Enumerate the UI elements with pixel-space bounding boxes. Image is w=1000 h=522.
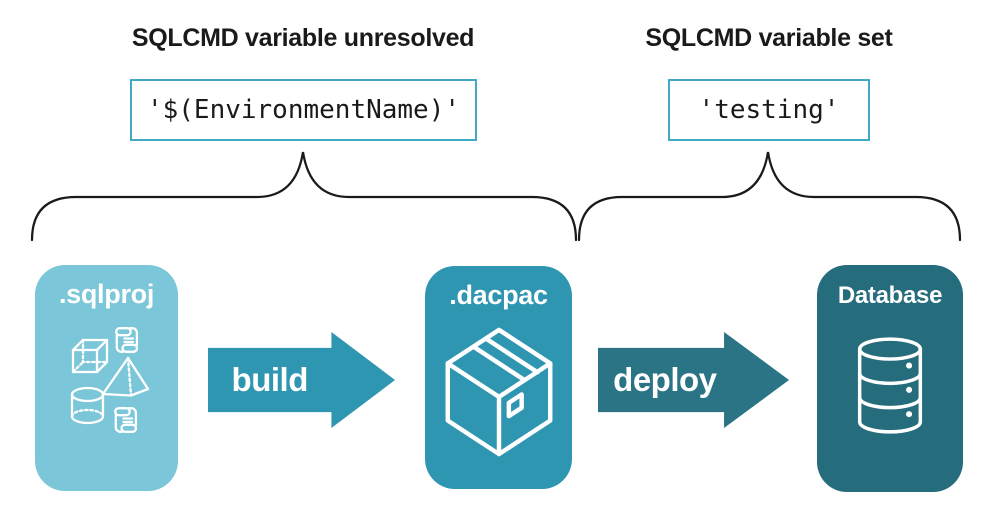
heading-sqlcmd-unresolved: SQLCMD variable unresolved — [131, 24, 475, 52]
build-arrow: build — [208, 332, 395, 428]
resolved-variable-value: 'testing' — [698, 95, 840, 125]
heading-sqlcmd-set: SQLCMD variable set — [645, 24, 893, 52]
left-brace — [30, 151, 578, 242]
sql-objects-icon — [70, 327, 150, 433]
package-box-icon — [445, 327, 553, 457]
database-node-label: Database — [837, 282, 943, 309]
right-brace — [577, 151, 962, 242]
database-cylinder-icon — [857, 337, 923, 434]
unresolved-variable-box: '$(EnvironmentName)' — [130, 79, 477, 141]
sqlproj-node-label: .sqlproj — [58, 279, 155, 309]
database-node: Database — [817, 265, 963, 492]
dacpac-node-label: .dacpac — [449, 280, 548, 310]
deploy-arrow-label: deploy — [613, 361, 717, 398]
dacpac-node: .dacpac — [425, 266, 572, 489]
build-arrow-label: build — [231, 361, 309, 398]
deploy-arrow: deploy — [598, 332, 789, 428]
sqlproj-node: .sqlproj — [35, 265, 178, 491]
unresolved-variable-value: '$(EnvironmentName)' — [146, 95, 461, 125]
resolved-variable-box: 'testing' — [668, 79, 870, 141]
